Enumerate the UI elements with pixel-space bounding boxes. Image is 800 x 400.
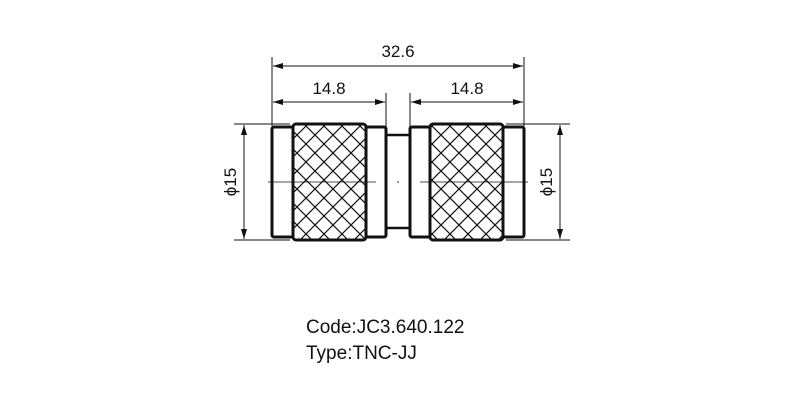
overall-length-label: 32.6 [381,42,414,61]
product-type: Type:TNC-JJ [306,343,417,364]
right-diameter-label: ϕ15 [537,168,556,196]
product-code: Code:JC3.640.122 [306,317,465,338]
left-length-label: 14.8 [312,79,345,98]
left-diameter-label: ϕ15 [221,168,240,196]
right-length-label: 14.8 [450,79,483,98]
extension-lines [234,57,570,241]
neck [384,133,412,230]
